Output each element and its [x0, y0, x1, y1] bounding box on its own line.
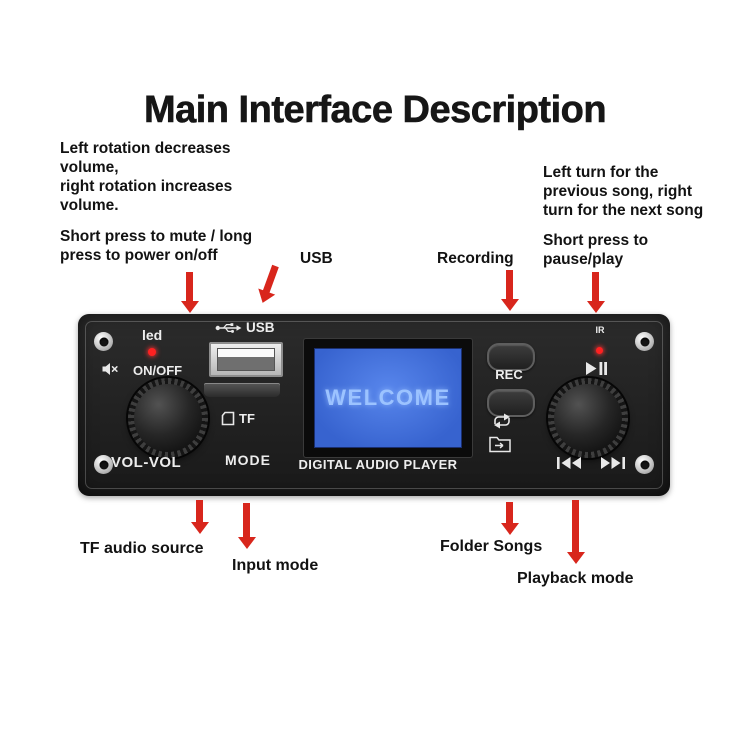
callout-tf-audio-source: TF audio source: [80, 540, 204, 557]
screw-hole-bottom-right: [635, 455, 654, 474]
repeat-icon: [491, 413, 513, 429]
audio-player-board: led ON/OFF VOL-VOL USB TF MODE WELCOME: [78, 314, 670, 496]
callout-prev-next-song: Left turn for the previous song, right t…: [543, 164, 704, 219]
next-track-icon: [600, 456, 626, 470]
usb-port-inner: [217, 348, 275, 371]
callout-usb: USB: [300, 250, 333, 267]
folder-songs-icon: [489, 435, 511, 453]
tf-card-slot: [204, 383, 280, 397]
playback-mode-button: [487, 389, 535, 417]
arrow-folder-songs: [506, 502, 513, 524]
arrow-playback-mode: [572, 500, 579, 553]
arrow-tf-audio-source: [196, 500, 203, 523]
callout-folder-songs: Folder Songs: [440, 538, 543, 555]
track-knob-cap: [554, 384, 622, 452]
screw-hole-bottom-left: [94, 455, 113, 474]
on-off-label: ON/OFF: [133, 363, 183, 378]
led-indicator: [148, 348, 156, 356]
usb-icon: [215, 321, 242, 335]
usb-label: USB: [246, 320, 275, 335]
track-knob: [548, 378, 628, 458]
ir-led-indicator: [596, 347, 603, 354]
callout-power-mute: Short press to mute / long press to powe…: [60, 228, 253, 264]
arrow-input-mode: [243, 503, 250, 538]
usb-port: [209, 342, 283, 377]
callout-input-mode: Input mode: [232, 557, 319, 574]
arrow-usb: [262, 264, 279, 294]
tf-label: TF: [239, 411, 255, 426]
play-pause-icon: [585, 361, 608, 376]
callout-volume-rotation: Left rotation decreases volume, right ro…: [60, 140, 233, 214]
board-outline: [85, 321, 663, 489]
led-label: led: [142, 327, 163, 343]
arrow-power-mute: [186, 272, 193, 302]
screw-hole-top-right: [635, 332, 654, 351]
callout-playback-mode: Playback mode: [517, 570, 634, 587]
callout-pause-play: Short press to pause/play: [543, 232, 649, 268]
rec-label: REC: [495, 367, 523, 382]
mute-icon: [102, 362, 119, 376]
volume-knob: [128, 378, 208, 458]
ir-label: IR: [595, 325, 605, 335]
welcome-text: WELCOME: [325, 385, 451, 410]
arrow-pause-play: [592, 272, 599, 302]
callout-recording: Recording: [437, 250, 514, 267]
screw-hole-top-left: [94, 332, 113, 351]
tf-card-icon: [221, 411, 235, 426]
volume-knob-label: VOL-VOL: [111, 454, 182, 471]
player-name: DIGITAL AUDIO PLAYER: [298, 457, 458, 472]
page-title: Main Interface Description: [143, 89, 607, 132]
volume-knob-cap: [134, 384, 202, 452]
lcd-frame: WELCOME: [303, 338, 473, 458]
lcd-screen: WELCOME: [314, 348, 462, 448]
rec-button: [487, 343, 535, 371]
arrow-recording: [506, 270, 513, 300]
mode-label: MODE: [225, 452, 271, 468]
prev-track-icon: [556, 456, 582, 470]
